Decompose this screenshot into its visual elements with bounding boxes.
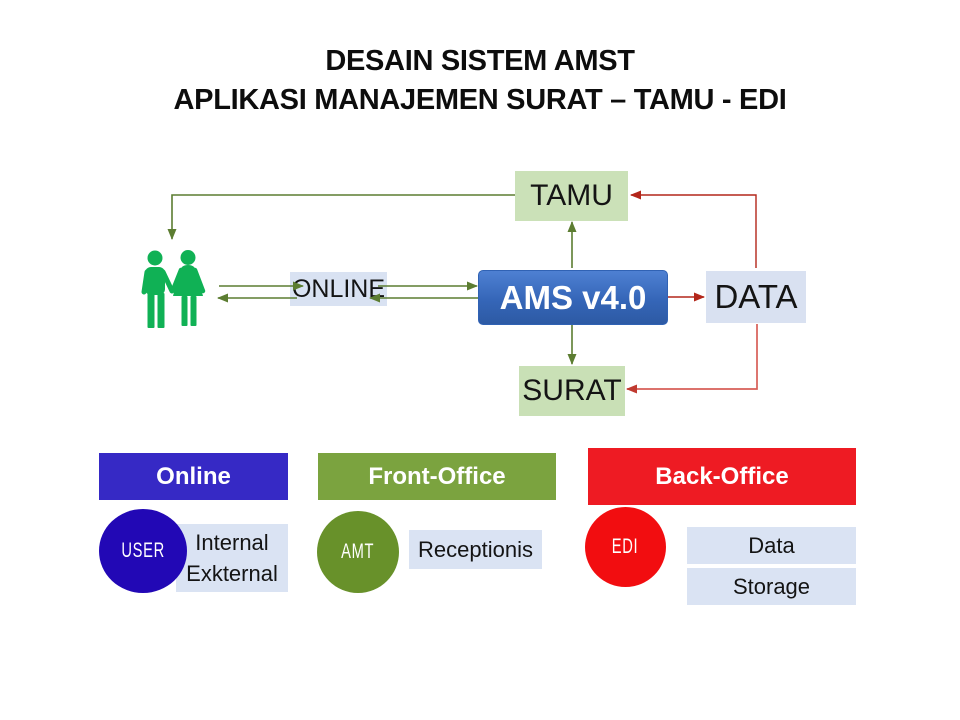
ams-node: AMS v4.0 — [478, 270, 668, 325]
online-item-internal: Internal — [195, 530, 269, 555]
user-circle: USER — [99, 509, 187, 593]
ams-node-label: AMS v4.0 — [499, 278, 647, 316]
slide-title-line2: APLIKASI MANAJEMEN SURAT – TAMU - EDI — [173, 84, 787, 116]
amt-circle-label: AMT — [341, 539, 375, 564]
tamu-node-label: TAMU — [530, 179, 613, 212]
arrow-data-to-surat — [626, 324, 758, 394]
edi-circle-label: EDI — [612, 534, 639, 559]
section-header-back-office: Back-Office — [588, 448, 856, 505]
receptionis-box: Receptionis — [409, 530, 542, 569]
tamu-node: TAMU — [515, 171, 628, 221]
data-item-box: Data — [687, 527, 856, 564]
data-node-label: DATA — [714, 278, 798, 315]
couple-icon — [141, 250, 206, 328]
section-header-online-label: Online — [156, 462, 231, 490]
data-item-label: Data — [748, 532, 795, 558]
surat-node: SURAT — [519, 366, 625, 416]
slide-title: DESAIN SISTEM AMST APLIKASI MANAJEMEN SU… — [0, 42, 960, 120]
storage-item-label: Storage — [732, 573, 811, 599]
online-item-exkternal: Exkternal — [186, 561, 278, 586]
section-header-front-office-label: Front-Office — [368, 462, 506, 490]
user-circle-label: USER — [121, 538, 165, 563]
data-node: DATA — [706, 271, 806, 323]
slide-title-line1: DESAIN SISTEM AMST — [325, 45, 635, 77]
surat-node-label: SURAT — [522, 374, 622, 407]
section-header-back-office-label: Back-Office — [655, 462, 789, 490]
arrow-data-to-tamu — [630, 190, 757, 268]
section-header-front-office: Front-Office — [318, 453, 556, 500]
edi-circle: EDI — [585, 507, 666, 587]
arrow-tamu-to-users — [167, 194, 515, 240]
amt-circle: AMT — [317, 511, 399, 593]
receptionis-label: Receptionis — [418, 536, 533, 562]
online-items-box: Internal Exkternal — [176, 524, 288, 592]
storage-item-box: Storage — [687, 568, 856, 605]
section-header-online: Online — [99, 453, 288, 500]
